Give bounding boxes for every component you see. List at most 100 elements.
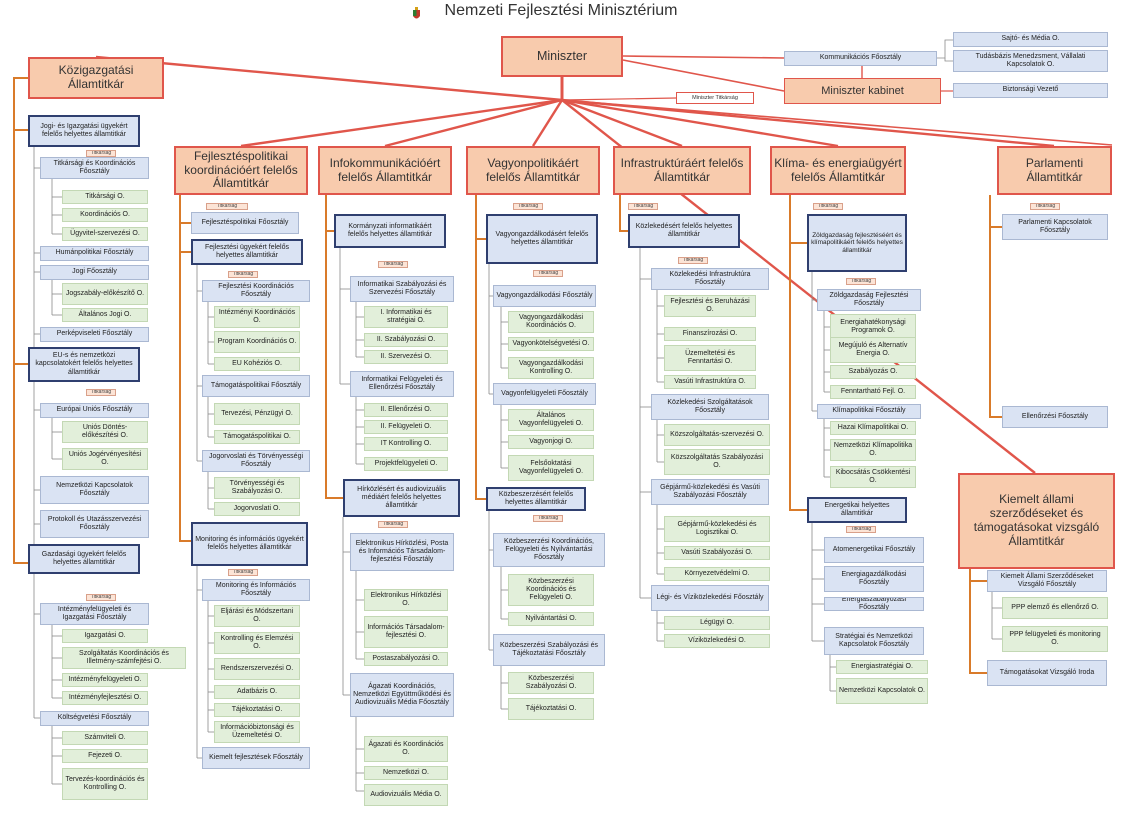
box-n3: Fejlesztési és Beruházási O.: [664, 295, 756, 317]
minister-connector: [561, 97, 677, 101]
box-kozig: Közigazgatási Államtitkár: [28, 57, 164, 99]
box-k17: Gazdasági ügyekért felelős helyettes áll…: [28, 544, 140, 574]
box-c16: Energiastratégiai O.: [836, 660, 928, 674]
minister-connector: [622, 59, 785, 92]
box-k7: Jogi Főosztály: [40, 265, 149, 280]
box-c7: Klímapolitikai Főosztály: [817, 404, 921, 419]
box-f11: Törvényességi és Szabályozási O.: [214, 477, 300, 499]
box-v15: Közbeszerzési Szabályozási O.: [508, 672, 594, 694]
box-c17: Nemzetközi Kapcsolatok O.: [836, 678, 928, 704]
box-c15: Stratégiai és Nemzetközi Kapcsolatok Főo…: [824, 627, 924, 655]
box-c11: Energetikai helyettes államtitkár: [807, 497, 907, 523]
box-i18: Nemzetközi O.: [364, 766, 448, 780]
page-title: Nemzeti Fejlesztési Minisztérium: [444, 2, 678, 19]
box-k22: Intézményfejlesztési O.: [62, 691, 148, 705]
box-p2: Ellenőrzési Főosztály: [1002, 406, 1108, 428]
box-p1: Parlamenti Kapcsolatok Főosztály: [1002, 214, 1108, 240]
box-i13: Elektronikus Hírközlési O.: [364, 589, 448, 611]
box-k23: Költségvetési Főosztály: [40, 711, 149, 726]
minister-connector: [561, 99, 1113, 146]
box-f2t: Titkárság: [228, 271, 258, 278]
box-k1: Jogi- és Igazgatási ügyekért felelős hel…: [28, 115, 140, 147]
box-i3: I. Informatikai és stratégiai O.: [364, 306, 448, 328]
box-k6: Humánpolitikai Főosztály: [40, 246, 149, 261]
box-k16: Protokoll és Utazásszervezési Főosztály: [40, 510, 149, 538]
box-k9: Általános Jogi O.: [62, 308, 148, 322]
box-f15: Eljárási és Módszertani O.: [214, 605, 300, 627]
box-c9: Nemzetközi Klímapolitika O.: [830, 439, 916, 461]
box-i16: Ágazati Koordinációs, Nemzetközi Együttm…: [350, 673, 454, 717]
box-parl: Parlamenti Államtitkár: [997, 146, 1112, 195]
box-f16: Kontrolling és Elemzési O.: [214, 632, 300, 654]
box-n6: Vasúti Infrastruktúra O.: [664, 375, 756, 389]
box-k25: Fejezeti O.: [62, 749, 148, 763]
box-v0t: Titkárság: [513, 203, 543, 210]
box-tudas: Tudásbázis Menedzsment, Vállalati Kapcso…: [953, 50, 1108, 72]
box-bizt: Biztonsági Vezető: [953, 83, 1108, 98]
box-f6: EU Kohéziós O.: [214, 357, 300, 371]
box-i9: IT Kontrolling O.: [364, 437, 448, 451]
box-f20: Információbiztonsági és Üzemeltetési O.: [214, 721, 300, 743]
box-k3: Titkársági O.: [62, 190, 148, 204]
box-f1t: Titkárság: [206, 203, 248, 210]
box-n14: Légi- és Víziközlekedési Főosztály: [651, 585, 769, 611]
box-v2: Vagyongazdálkodási Főosztály: [493, 285, 596, 307]
box-v14: Közbeszerzési Szabályozási és Tájékoztat…: [493, 634, 605, 666]
box-v16: Tájékoztatási O.: [508, 698, 594, 720]
box-i14: Információs Társadalom-fejlesztési O.: [364, 616, 448, 648]
box-f10: Jogorvoslati és Törvényességi Főosztály: [202, 450, 310, 472]
box-c1: Zöldgazdaság fejlesztéséért és klímapoli…: [807, 214, 907, 272]
minister-connector: [944, 58, 953, 62]
box-n16: Víziközlekedési O.: [664, 634, 770, 648]
box-i11t: Titkárság: [378, 521, 408, 528]
box-n15: Légügyi O.: [664, 616, 770, 630]
box-v4: Vagyonkötelségvetési O.: [508, 337, 594, 351]
box-f13t: Titkárság: [228, 569, 258, 576]
box-c10: Kibocsátás Csökkentési O.: [830, 466, 916, 488]
box-n4: Finanszírozási O.: [664, 327, 756, 341]
minister-connector: [622, 55, 785, 59]
minister-connector: [560, 77, 683, 148]
box-i2: Informatikai Szabályozási és Szervezési …: [350, 276, 454, 302]
box-k12: Európai Uniós Főosztály: [40, 403, 149, 418]
spine: [475, 195, 486, 500]
box-v9: Felsőoktatási Vagyonfelügyeleti O.: [508, 455, 594, 481]
box-k2: Titkársági és Koordinációs Főosztály: [40, 157, 149, 179]
box-infra: Infrastruktúráért felelős Államtitkár: [613, 146, 751, 195]
box-i7: II. Ellenőrzési O.: [364, 403, 448, 417]
box-i19: Audiovizuális Média O.: [364, 784, 448, 806]
box-c2: Zöldgazdaság Fejlesztési Főosztály: [817, 289, 921, 311]
box-p0t: Titkárság: [1030, 203, 1060, 210]
box-vagy: Vagyonpolitikáért felelős Államtitkár: [466, 146, 600, 195]
spine: [969, 569, 987, 674]
coat-of-arms-icon: [413, 7, 420, 19]
spine: [179, 195, 191, 542]
box-i11: Hírközlésért és audiovizuális médiáért f…: [343, 479, 460, 517]
box-n12: Vasúti Szabályozási O.: [664, 546, 770, 560]
box-c0t: Titkárság: [813, 203, 843, 210]
box-n8: Közszolgáltatás-szervezési O.: [664, 424, 770, 446]
box-v10t: Titkárság: [533, 515, 563, 522]
box-k17t: Titkárság: [86, 594, 116, 601]
box-f7: Támogatáspolitikai Főosztály: [202, 375, 310, 397]
box-v13: Nyilvántartási O.: [508, 612, 594, 626]
box-k26: Tervezés-koordinációs és Kontrolling O.: [62, 768, 148, 800]
box-n1t: Titkárság: [678, 257, 708, 264]
box-n5: Üzemeltetési és Fenntartási O.: [664, 345, 756, 371]
box-k20: Szolgáltatás Koordinációs és Illetmény-s…: [62, 647, 186, 669]
box-komm: Kommunikációs Főosztály: [784, 51, 937, 66]
box-n11: Gépjármű-közlekedési és Logisztikai O.: [664, 516, 770, 542]
box-i17: Ágazati és Koordinációs O.: [364, 736, 448, 762]
spine: [325, 195, 343, 499]
box-n1: Közlekedésért felelős helyettes államtit…: [628, 214, 740, 248]
box-kiem: Kiemelt állami szerződéseket és támogatá…: [958, 473, 1115, 569]
box-i5: II. Szervezési O.: [364, 350, 448, 364]
spine: [619, 195, 628, 232]
box-f8: Tervezési, Pénzügyi O.: [214, 403, 300, 425]
box-f13: Monitoring és információs ügyekért felel…: [191, 522, 308, 566]
box-i6: Informatikai Felügyeleti és Ellenőrzési …: [350, 371, 454, 397]
box-v11: Közbeszerzési Koordinációs, Felügyeleti …: [493, 533, 605, 567]
box-v8: Vagyonjogi O.: [508, 435, 594, 449]
